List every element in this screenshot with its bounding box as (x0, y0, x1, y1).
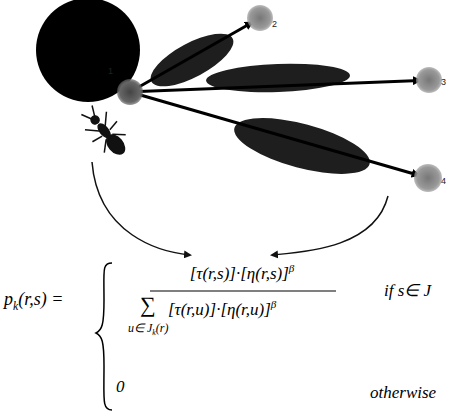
formula-symbol: if s∈ J (384, 281, 431, 300)
formula-symbol: (r) (156, 321, 169, 335)
formula-part: u∈ Jk(r) (128, 322, 168, 338)
formula-symbol: β (289, 262, 295, 274)
formula-symbol: [τ(r,u)] (168, 300, 216, 319)
formula-part: if s∈ J (384, 282, 431, 301)
formula-part: ∑ (140, 293, 156, 317)
formula-symbol: · (236, 264, 240, 283)
formula-part: 0 (116, 378, 125, 397)
pointer-arrow (272, 196, 388, 255)
path-edge (138, 23, 252, 88)
pheromone-trail (229, 107, 376, 186)
formula-part: [τ(r,u)]·[η(r,u)]β (168, 298, 276, 319)
city-node: 1 (117, 79, 143, 105)
formula-symbol: β (271, 298, 277, 310)
node-number: 1 (108, 66, 113, 76)
case-brace (96, 263, 112, 410)
formula-symbol: [η(r,s)] (240, 264, 289, 283)
node-number: 3 (441, 77, 446, 87)
formula-symbol: otherwise (370, 383, 436, 402)
formula-part: [τ(r,s)]·[η(r,s)]β (190, 262, 295, 283)
node-number: 4 (441, 176, 446, 186)
formula-symbol: 0 (116, 377, 125, 396)
formula-symbol: k (13, 300, 18, 313)
formula-symbol: u∈ J (128, 321, 152, 335)
formula-symbol: [η(r,u)] (220, 300, 270, 319)
city-node: 3 (416, 67, 442, 93)
pointer-arrow (92, 162, 190, 255)
ant-figure (74, 100, 135, 163)
fraction-bar (150, 290, 336, 291)
city-node: 2 (247, 5, 273, 31)
node-number: 2 (272, 19, 277, 29)
formula-symbol: ∑ (140, 292, 156, 317)
formula-symbol: (r,s) = (18, 289, 63, 309)
formula-part: pk(r,s) = (4, 290, 63, 313)
formula-symbol: [τ(r,s)] (190, 264, 236, 283)
path-edge (139, 95, 419, 176)
formula-part: otherwise (370, 384, 436, 403)
formula-symbol: p (4, 289, 13, 309)
formula-symbol: k (152, 328, 155, 337)
city-node: 4 (414, 164, 442, 192)
path-edge (139, 80, 420, 91)
formula-symbol: · (216, 300, 220, 319)
